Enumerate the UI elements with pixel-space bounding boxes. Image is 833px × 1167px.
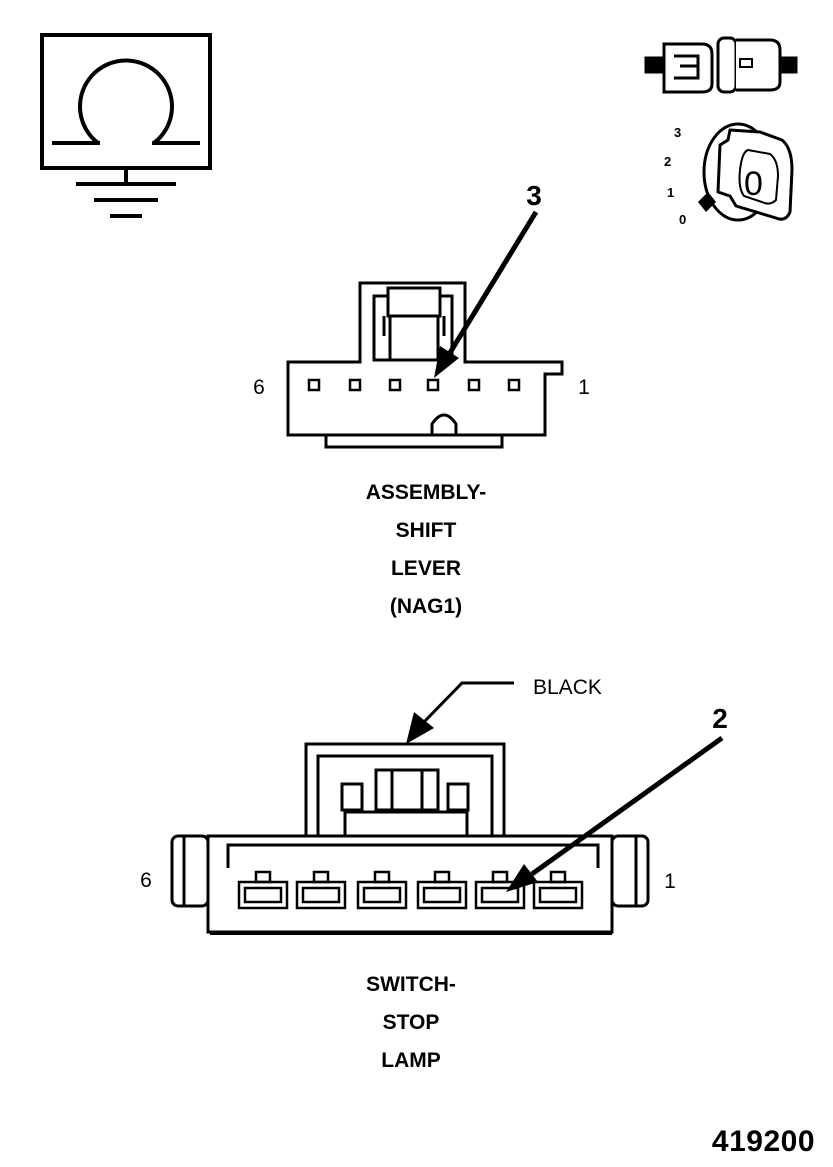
connector-2-title: SWITCH- STOP LAMP — [281, 966, 541, 1080]
ignition-pos-3: 3 — [674, 125, 681, 140]
connector-1-callout: 3 — [526, 180, 542, 211]
connector-1-title-line: ASSEMBLY- — [365, 481, 487, 504]
connector-shift-lever — [286, 281, 564, 449]
connector-2-callout: 2 — [712, 703, 728, 734]
ignition-pos-1: 1 — [667, 185, 674, 200]
connector-1-pin-left: 6 — [253, 376, 265, 399]
ignition-pos-2: 2 — [664, 154, 671, 169]
connector-2-pin-right: 1 — [664, 870, 676, 893]
ignition-key-label: 0 — [744, 165, 763, 203]
connector-2-pin-left: 6 — [140, 869, 152, 892]
figure-number: 419200 — [711, 1125, 815, 1158]
connector-stop-lamp-switch — [170, 742, 650, 935]
disconnected-connector-icon — [644, 36, 798, 94]
callout-arrow-pin-2 — [506, 735, 724, 892]
connector-1-title-line: (NAG1) — [389, 595, 463, 618]
connector-2-color-label: BLACK — [533, 676, 602, 699]
ignition-pos-0: 0 — [679, 212, 686, 227]
ignition-key-icon: 3 2 1 0 0 — [664, 122, 794, 227]
connector-2-title-line: STOP — [382, 1011, 440, 1034]
connector-1-title-line: LEVER — [390, 557, 461, 580]
callout-arrow-black — [406, 681, 514, 744]
ohmmeter-ground-icon — [40, 33, 212, 218]
connector-2-title-line: SWITCH- — [366, 973, 456, 996]
connector-2-title-line: LAMP — [381, 1049, 441, 1072]
connector-1-title: ASSEMBLY- SHIFT LEVER (NAG1) — [296, 474, 556, 626]
connector-1-title-line: SHIFT — [395, 519, 457, 542]
callout-arrow-pin-3 — [434, 210, 539, 378]
connector-1-pin-right: 1 — [578, 376, 590, 399]
